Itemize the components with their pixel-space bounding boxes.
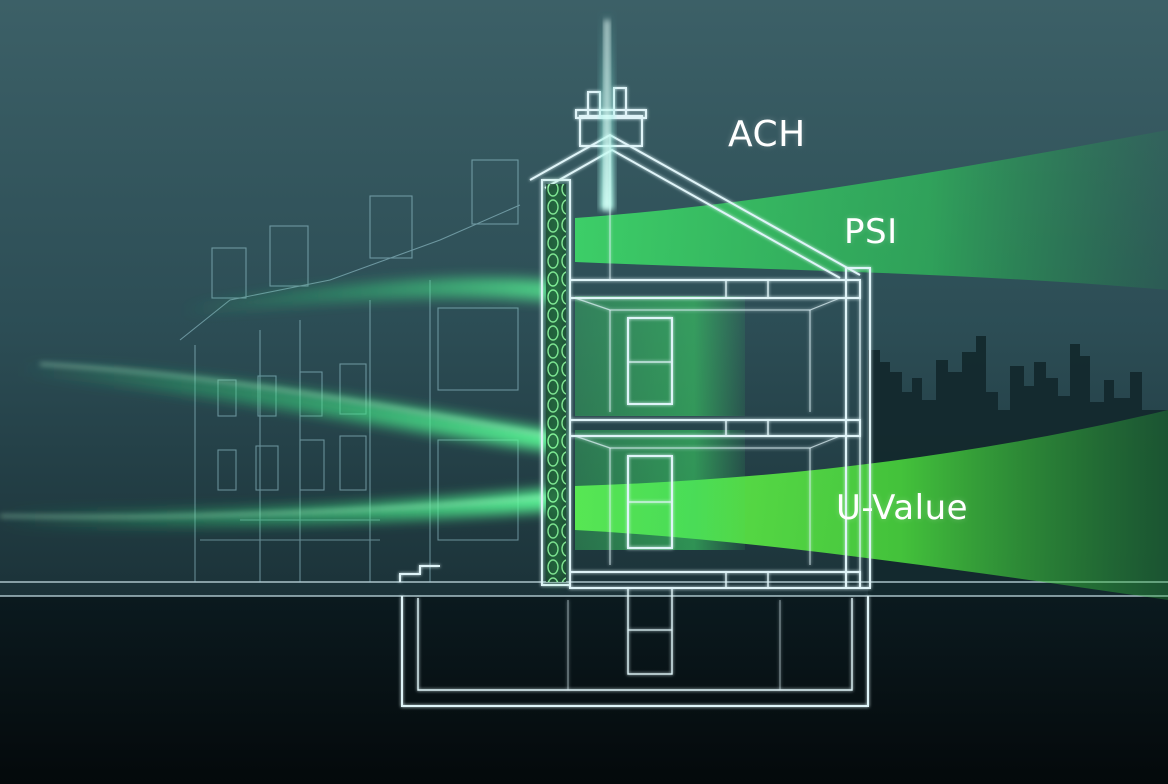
chimney-plume xyxy=(600,10,614,210)
room-glow-upper xyxy=(575,296,745,416)
heat-beams-left xyxy=(0,277,561,528)
psi-label: PSI xyxy=(844,212,898,252)
room-glow-lower xyxy=(575,430,745,550)
u-value-label: U-Value xyxy=(836,488,969,528)
ach-label: ACH xyxy=(728,114,806,155)
heat-beams-right xyxy=(575,130,1168,600)
